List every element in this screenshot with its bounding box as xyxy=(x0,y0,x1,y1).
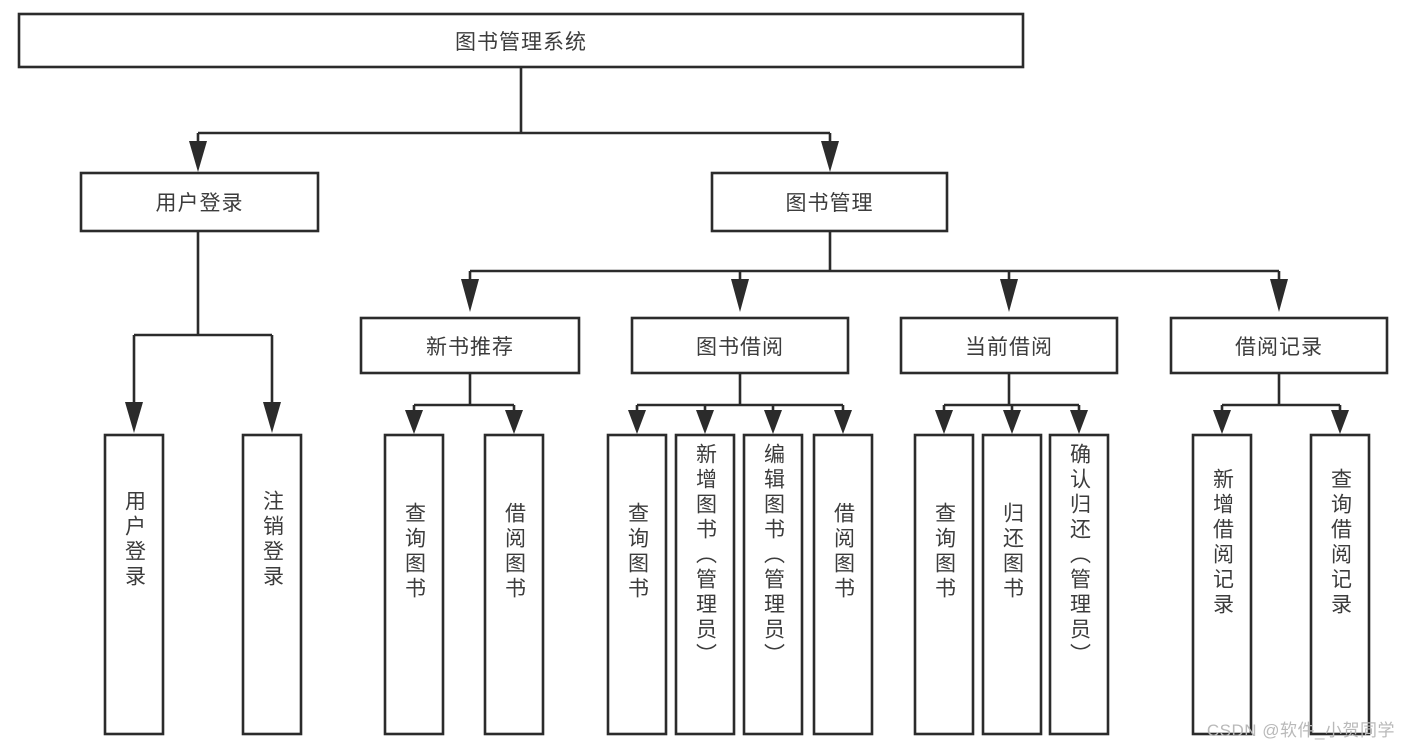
node-book-mgmt[interactable] xyxy=(710,171,949,233)
node-borrow-record[interactable] xyxy=(1169,316,1389,375)
arrow-head-leaf-borrow-edit xyxy=(764,410,782,434)
node-leaf-rec-query[interactable] xyxy=(383,433,445,736)
connector-book-mgmt-to-level3 xyxy=(461,231,1288,312)
node-leaf-borrow-lend[interactable] xyxy=(812,433,874,736)
node-current-borrow[interactable] xyxy=(899,316,1119,375)
arrow-head-leaf-borrow-add xyxy=(696,410,714,434)
node-book-borrow[interactable] xyxy=(630,316,850,375)
arrow-head-leaf-cur-query xyxy=(935,410,953,434)
node-user-login[interactable] xyxy=(79,171,320,233)
arrow-head-user-login xyxy=(189,141,207,172)
node-leaf-rec-query2[interactable] xyxy=(1309,433,1371,736)
arrow-head-leaf-rec-borrow xyxy=(505,410,523,434)
arrow-head-leaf-borrow-lend xyxy=(834,410,852,434)
node-leaf-user-logout[interactable] xyxy=(241,433,303,736)
arrow-head-leaf-rec-query xyxy=(405,410,423,434)
node-root[interactable] xyxy=(17,12,1025,69)
node-leaf-borrow-edit[interactable] xyxy=(742,433,804,736)
node-leaf-user-login[interactable] xyxy=(103,433,165,736)
arrow-head-leaf-user-login xyxy=(125,402,143,433)
node-leaf-cur-query[interactable] xyxy=(913,433,975,736)
arrow-head-leaf-cur-return xyxy=(1003,410,1021,434)
connector-user-login-to-leaves xyxy=(125,231,281,433)
node-leaf-cur-confirm[interactable] xyxy=(1048,433,1110,736)
node-leaf-borrow-query[interactable] xyxy=(606,433,668,736)
connector-root-to-level2 xyxy=(189,67,839,172)
arrow-head-borrow-record xyxy=(1270,279,1288,312)
arrow-head-leaf-user-logout xyxy=(263,402,281,433)
connector-book-borrow-to-leaves xyxy=(628,373,852,434)
node-leaf-cur-return[interactable] xyxy=(981,433,1043,736)
node-leaf-rec-borrow[interactable] xyxy=(483,433,545,736)
node-leaf-borrow-add[interactable] xyxy=(674,433,736,736)
arrow-head-book-borrow xyxy=(731,279,749,312)
arrow-head-new-book-rec xyxy=(461,279,479,312)
arrow-head-leaf-rec-add xyxy=(1213,410,1231,434)
arrow-head-leaf-rec-query2 xyxy=(1331,410,1349,434)
arrow-head-leaf-cur-confirm xyxy=(1070,410,1088,434)
arrow-head-book-mgmt xyxy=(821,141,839,172)
node-new-book-rec[interactable] xyxy=(359,316,581,375)
connector-current-borrow-to-leaves xyxy=(935,373,1088,434)
connector-borrow-record-to-leaves xyxy=(1213,373,1349,434)
arrow-head-leaf-borrow-query xyxy=(628,410,646,434)
connector-new-book-rec-to-leaves xyxy=(405,373,523,434)
arrow-head-current-borrow xyxy=(1000,279,1018,312)
node-leaf-rec-add[interactable] xyxy=(1191,433,1253,736)
